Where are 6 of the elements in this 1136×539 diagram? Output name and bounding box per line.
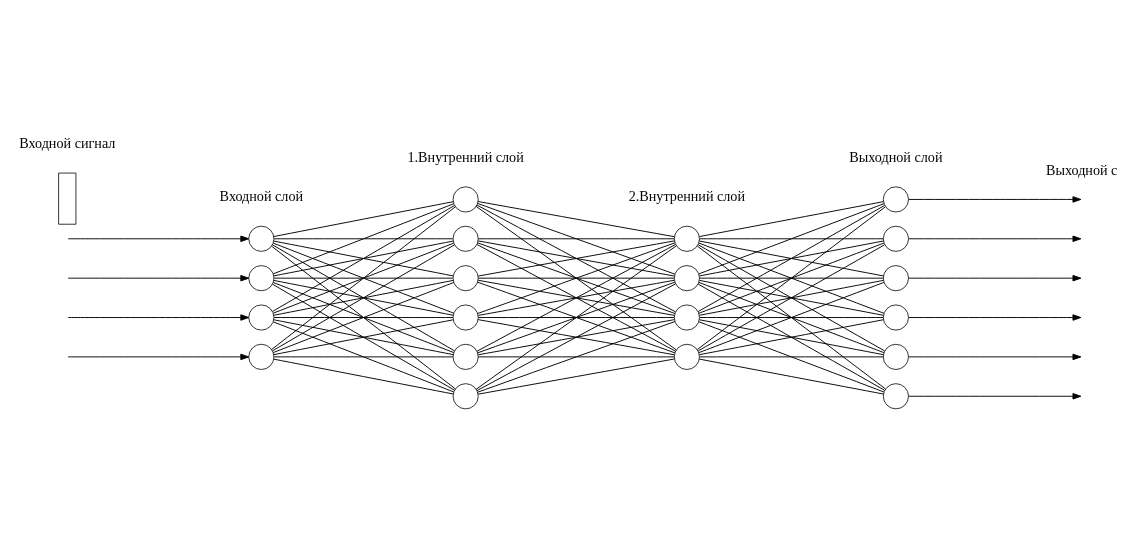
label: Входной сигнал bbox=[19, 134, 116, 151]
label: Выходной слой bbox=[849, 148, 943, 165]
label: 2.Внутренний слой bbox=[628, 188, 746, 205]
label: Выходной с bbox=[1046, 161, 1118, 178]
label: 1.Внутренний слой bbox=[407, 148, 524, 165]
label: Входной слой bbox=[219, 188, 304, 205]
